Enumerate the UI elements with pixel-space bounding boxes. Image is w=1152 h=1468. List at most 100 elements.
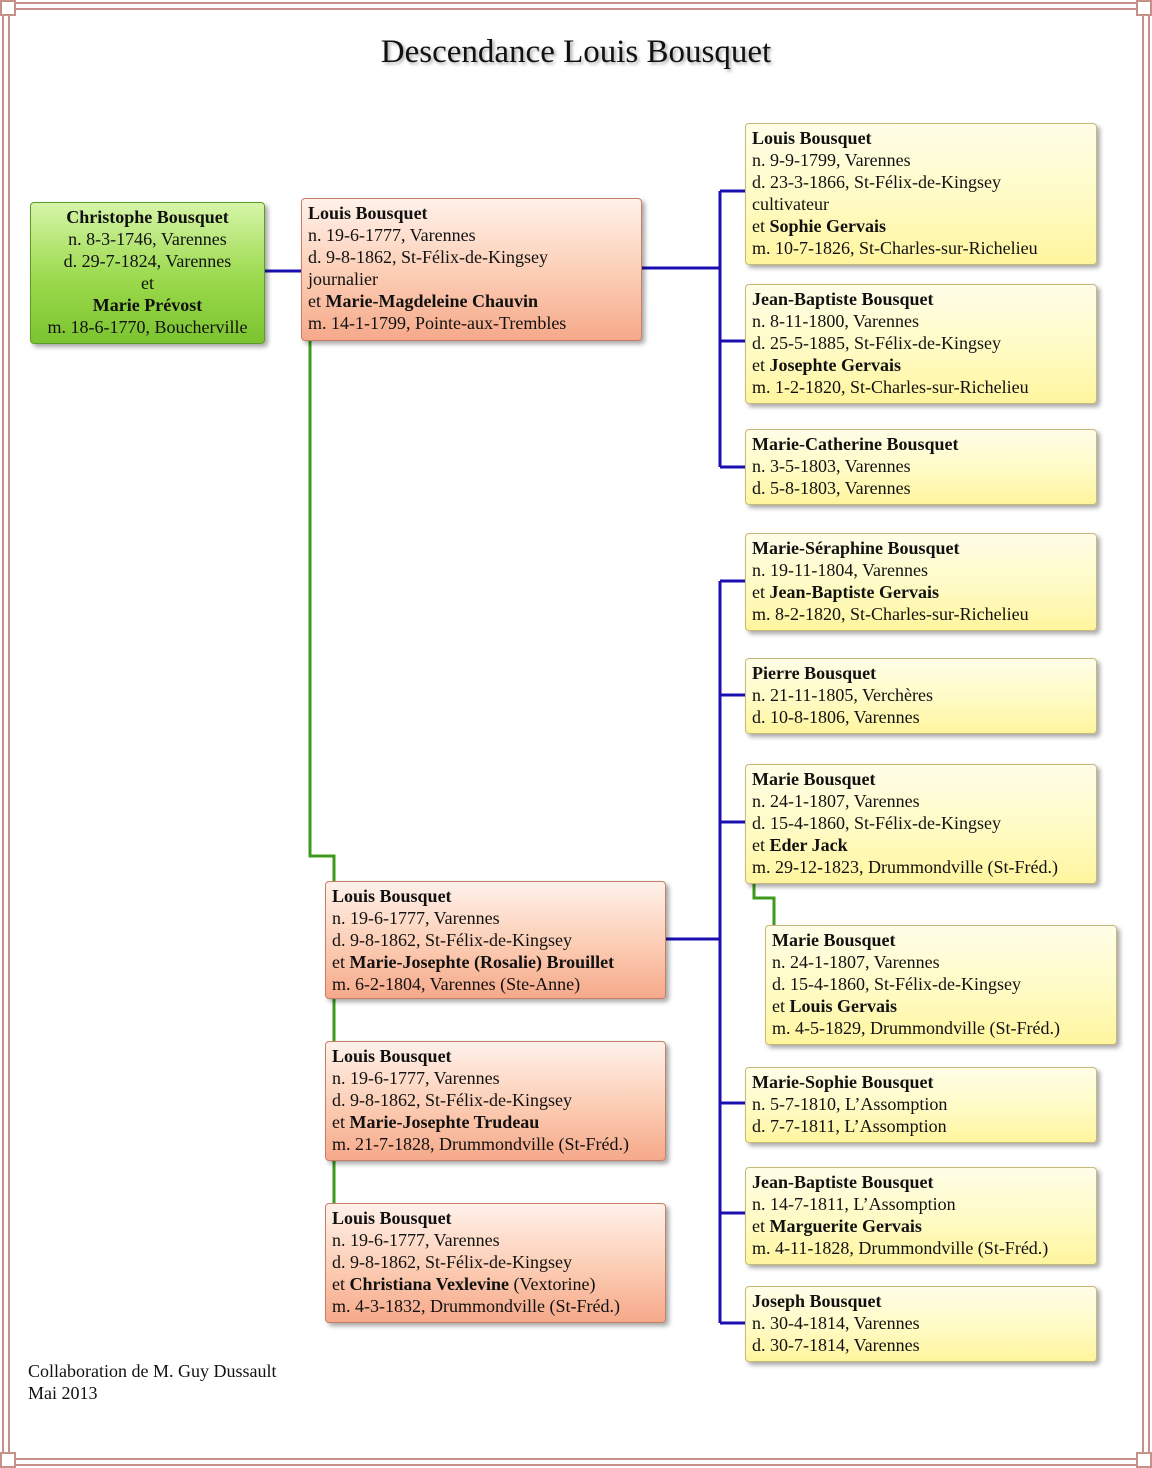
footer-credit: Collaboration de M. Guy Dussault Mai 201… [28, 1360, 276, 1404]
birth-info: n. 3-5-1803, Varennes [752, 456, 911, 476]
death-info: d. 25-5-1885, St-Félix-de-Kingsey [752, 333, 1001, 353]
person-name: Louis Bousquet [752, 128, 872, 148]
death-info: d. 5-8-1803, Varennes [752, 478, 911, 498]
death-info: d. 23-3-1866, St-Félix-de-Kingsey [752, 172, 1001, 192]
death-info: d. 15-4-1860, St-Félix-de-Kingsey [752, 813, 1001, 833]
spouse-name: Eder Jack [769, 835, 848, 855]
birth-info: n. 8-3-1746, Varennes [68, 229, 227, 249]
conjunction: et [308, 291, 326, 311]
child-box-joseph[interactable]: Joseph Bousquet n. 30-4-1814, Varennes d… [745, 1286, 1097, 1362]
spouse-name: Sophie Gervais [769, 216, 887, 236]
marriage-info: m. 4-11-1828, Drummondville (St-Fréd.) [752, 1238, 1049, 1258]
spouse-name: Marie-Josephte (Rosalie) Brouillet [349, 952, 615, 972]
spouse-line: et Marie-Josephte Trudeau [332, 1111, 659, 1133]
spouse-alias: (Vextorine) [509, 1274, 596, 1294]
union-box-2[interactable]: Louis Bousquet n. 19-6-1777, Varennes d.… [325, 881, 666, 999]
occupation: cultivateur [752, 194, 829, 214]
birth-info: n. 19-11-1804, Varennes [752, 560, 928, 580]
child-box-marie-seraphine[interactable]: Marie-Séraphine Bousquet n. 19-11-1804, … [745, 533, 1097, 631]
person-name: Joseph Bousquet [752, 1291, 882, 1311]
spouse-line: et Marie-Magdeleine Chauvin [308, 290, 635, 312]
frame-corner [0, 1452, 16, 1468]
spouse-name: Louis Gervais [789, 996, 898, 1016]
conjunction: et [752, 835, 770, 855]
marriage-info: m. 8-2-1820, St-Charles-sur-Richelieu [752, 604, 1029, 624]
birth-info: n. 30-4-1814, Varennes [752, 1313, 920, 1333]
spouse-name: Marie-Magdeleine Chauvin [325, 291, 538, 311]
child-box-marie-sophie[interactable]: Marie-Sophie Bousquet n. 5-7-1810, L’Ass… [745, 1067, 1097, 1143]
person-name: Christophe Bousquet [66, 207, 229, 227]
union-box-1[interactable]: Louis Bousquet n. 19-6-1777, Varennes d.… [301, 198, 642, 341]
child-box-louis[interactable]: Louis Bousquet n. 9-9-1799, Varennes d. … [745, 123, 1097, 265]
frame-corner [1136, 1452, 1152, 1468]
page-title: Descendance Louis Bousquet [380, 34, 772, 70]
conjunction: et [332, 1112, 350, 1132]
marriage-info: m. 29-12-1823, Drummondville (St-Fréd.) [752, 857, 1058, 877]
inner-frame [8, 8, 1144, 1460]
person-name: Jean-Baptiste Bousquet [752, 1172, 934, 1192]
credit-text: Collaboration de M. Guy Dussault [28, 1361, 277, 1381]
conjunction: et [332, 1274, 350, 1294]
union-box-4[interactable]: Louis Bousquet n. 19-6-1777, Varennes d.… [325, 1203, 666, 1323]
person-name: Pierre Bousquet [752, 663, 877, 683]
death-info: d. 9-8-1862, St-Félix-de-Kingsey [332, 930, 572, 950]
birth-info: n. 19-6-1777, Varennes [332, 1230, 500, 1250]
birth-info: n. 19-6-1777, Varennes [332, 1068, 500, 1088]
conjunction: et [752, 582, 770, 602]
death-info: d. 30-7-1814, Varennes [752, 1335, 920, 1355]
spouse-line: et Eder Jack [752, 834, 1090, 856]
person-name: Marie-Catherine Bousquet [752, 434, 959, 454]
conjunction: et [752, 355, 770, 375]
conjunction: et [752, 216, 770, 236]
marriage-info: m. 18-6-1770, Boucherville [47, 317, 248, 337]
birth-info: n. 8-11-1800, Varennes [752, 311, 919, 331]
death-info: d. 9-8-1862, St-Félix-de-Kingsey [332, 1090, 572, 1110]
frame-corner [0, 0, 16, 16]
death-info: d. 10-8-1806, Varennes [752, 707, 920, 727]
person-name: Marie-Séraphine Bousquet [752, 538, 960, 558]
death-info: d. 9-8-1862, St-Félix-de-Kingsey [332, 1252, 572, 1272]
child-box-marie-remarriage[interactable]: Marie Bousquet n. 24-1-1807, Varennes d.… [765, 925, 1117, 1045]
birth-info: n. 24-1-1807, Varennes [772, 952, 940, 972]
birth-info: n. 19-6-1777, Varennes [308, 225, 476, 245]
child-box-jean-baptiste-2[interactable]: Jean-Baptiste Bousquet n. 14-7-1811, L’A… [745, 1167, 1097, 1265]
marriage-info: m. 4-5-1829, Drummondville (St-Fréd.) [772, 1018, 1060, 1038]
spouse-name: Christiana Vexlevine [349, 1274, 510, 1294]
spouse-line: et Marie-Josephte (Rosalie) Brouillet [332, 951, 659, 973]
birth-info: n. 19-6-1777, Varennes [332, 908, 500, 928]
person-name: Louis Bousquet [332, 1208, 452, 1228]
marriage-info: m. 21-7-1828, Drummondville (St-Fréd.) [332, 1134, 629, 1154]
birth-info: n. 24-1-1807, Varennes [752, 791, 920, 811]
root-person-box[interactable]: Christophe Bousquet n. 8-3-1746, Varenne… [30, 202, 265, 344]
spouse-line: et Sophie Gervais [752, 215, 1090, 237]
conjunction: et [772, 996, 790, 1016]
child-box-pierre[interactable]: Pierre Bousquet n. 21-11-1805, Verchères… [745, 658, 1097, 734]
spouse-name: Marie-Josephte Trudeau [349, 1112, 540, 1132]
child-box-marie-catherine[interactable]: Marie-Catherine Bousquet n. 3-5-1803, Va… [745, 429, 1097, 505]
person-name: Louis Bousquet [308, 203, 428, 223]
death-info: d. 15-4-1860, St-Félix-de-Kingsey [772, 974, 1021, 994]
death-info: d. 7-7-1811, L’Assomption [752, 1116, 947, 1136]
spouse-line: et Jean-Baptiste Gervais [752, 581, 1090, 603]
marriage-info: m. 10-7-1826, St-Charles-sur-Richelieu [752, 238, 1038, 258]
marriage-info: m. 6-2-1804, Varennes (Ste-Anne) [332, 974, 581, 994]
marriage-info: m. 4-3-1832, Drummondville (St-Fréd.) [332, 1296, 620, 1316]
spouse-line: et Marguerite Gervais [752, 1215, 1090, 1237]
spouse-name: Marie Prévost [92, 295, 203, 315]
person-name: Louis Bousquet [332, 886, 452, 906]
occupation: journalier [308, 269, 378, 289]
conjunction: et [332, 952, 350, 972]
death-info: d. 29-7-1824, Varennes [63, 251, 232, 271]
person-name: Marie Bousquet [772, 930, 896, 950]
child-box-marie[interactable]: Marie Bousquet n. 24-1-1807, Varennes d.… [745, 764, 1097, 884]
link-remarriage-2 [308, 341, 336, 881]
birth-info: n. 9-9-1799, Varennes [752, 150, 911, 170]
spouse-name: Marguerite Gervais [769, 1216, 922, 1236]
child-box-jean-baptiste[interactable]: Jean-Baptiste Bousquet n. 8-11-1800, Var… [745, 284, 1097, 404]
marriage-info: m. 1-2-1820, St-Charles-sur-Richelieu [752, 377, 1029, 397]
union-box-3[interactable]: Louis Bousquet n. 19-6-1777, Varennes d.… [325, 1041, 666, 1161]
person-name: Jean-Baptiste Bousquet [752, 289, 934, 309]
spouse-line: et Louis Gervais [772, 995, 1110, 1017]
